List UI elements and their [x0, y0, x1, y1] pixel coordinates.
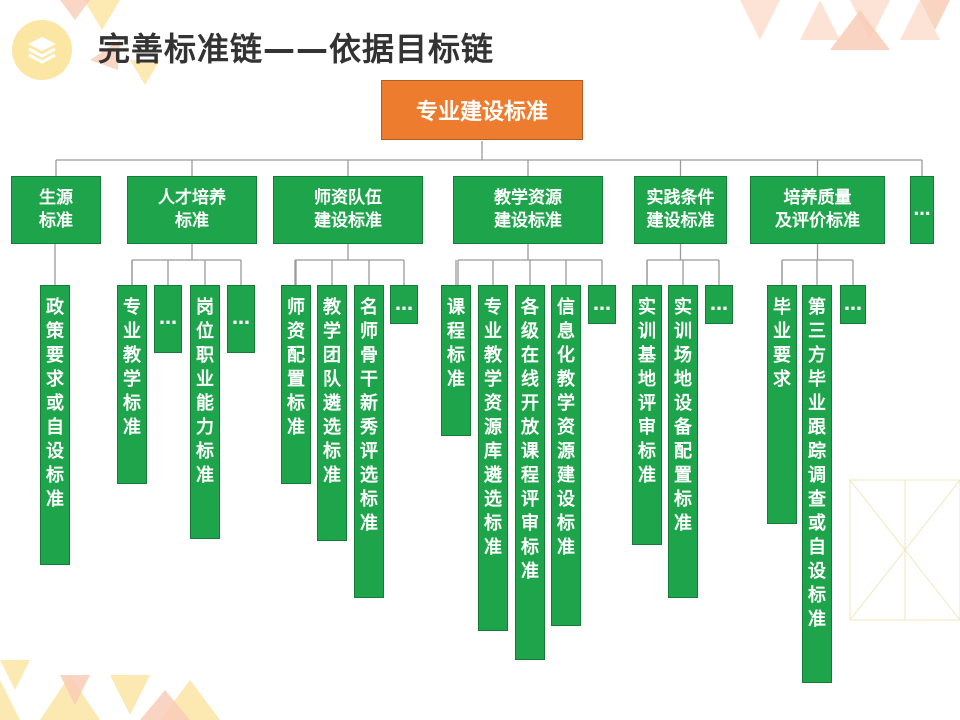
category-label-line: 建设标准: [646, 211, 715, 231]
ellipsis-node: …: [705, 285, 733, 324]
leaf-node: 专业教学标准: [117, 285, 147, 484]
category-label-line: 人才培养: [158, 188, 226, 208]
leaf-node: 信息化教学资源建设标准: [551, 285, 581, 626]
root-node: 专业建设标准: [381, 80, 583, 140]
leaf-label: …: [159, 308, 177, 329]
leaf-node: 各级在线开放课程评审标准: [515, 285, 545, 660]
category-label-line: 生源: [39, 188, 73, 208]
leaf-label: 课程标准: [447, 297, 465, 390]
leaf-node: 政策要求或自设标准: [40, 285, 70, 565]
category-label-line: 及评价标准: [775, 211, 860, 231]
ellipsis-node: …: [227, 285, 255, 353]
category-node: …: [910, 176, 934, 244]
leaf-label: 师资配置标准: [287, 297, 305, 438]
category-node: 实践条件建设标准: [634, 176, 727, 244]
leaf-node: 专业教学资源库遴选标准: [478, 285, 508, 631]
leaf-label: 第三方毕业跟踪调查或自设标准: [808, 297, 826, 630]
ellipsis-node: …: [840, 285, 866, 324]
category-label-line: 培养质量: [783, 188, 852, 208]
leaf-node: 实训场地设备配置标准: [668, 285, 698, 598]
leaf-label: 实训场地设备配置标准: [674, 297, 692, 534]
stacked-layers-icon: [12, 20, 72, 80]
category-label-line: 标准: [175, 211, 209, 231]
ellipsis-node: …: [390, 285, 418, 324]
leaf-node: 名师骨干新秀评选标准: [354, 285, 384, 598]
category-node: 师资队伍建设标准: [273, 176, 423, 244]
category-label-line: 实践条件: [646, 188, 715, 208]
leaf-label: 教学团队遴选标准: [323, 297, 341, 486]
leaf-node: 课程标准: [441, 285, 471, 436]
category-label-line: …: [913, 199, 931, 220]
leaf-label: …: [232, 308, 250, 329]
leaf-label: …: [593, 293, 611, 315]
category-node: 人才培养标准: [127, 176, 257, 244]
leaf-label: …: [710, 293, 728, 315]
leaf-node: 实训基地评审标准: [632, 285, 662, 545]
leaf-label: 实训基地评审标准: [638, 297, 656, 486]
leaf-node: 毕业要求: [767, 285, 797, 524]
leaf-label: 岗位职业能力标准: [196, 297, 214, 486]
leaf-label: …: [844, 293, 862, 315]
leaf-label: 专业教学标准: [123, 297, 141, 438]
category-label-line: 建设标准: [314, 211, 382, 231]
leaf-label: 信息化教学资源建设标准: [557, 297, 575, 558]
leaf-label: …: [395, 293, 413, 315]
leaf-label: 毕业要求: [773, 297, 791, 390]
category-label-line: 建设标准: [494, 211, 562, 231]
page-title: 完善标准链——依据目标链: [98, 30, 495, 68]
ellipsis-node: …: [588, 285, 616, 324]
leaf-label: 政策要求或自设标准: [46, 297, 64, 510]
category-node: 培养质量及评价标准: [750, 176, 885, 244]
leaf-node: 第三方毕业跟踪调查或自设标准: [802, 285, 832, 683]
category-label-line: 教学资源: [494, 188, 562, 208]
leaf-label: 专业教学资源库遴选标准: [484, 297, 502, 558]
category-node: 生源标准: [11, 176, 101, 244]
leaf-label: 名师骨干新秀评选标准: [360, 297, 378, 534]
leaf-label: 各级在线开放课程评审标准: [521, 297, 539, 582]
category-label-line: 标准: [39, 211, 73, 231]
ellipsis-node: …: [154, 285, 182, 353]
leaf-node: 师资配置标准: [281, 285, 311, 484]
category-label-line: 师资队伍: [314, 188, 382, 208]
leaf-node: 教学团队遴选标准: [317, 285, 347, 541]
leaf-node: 岗位职业能力标准: [190, 285, 220, 539]
category-node: 教学资源建设标准: [453, 176, 603, 244]
